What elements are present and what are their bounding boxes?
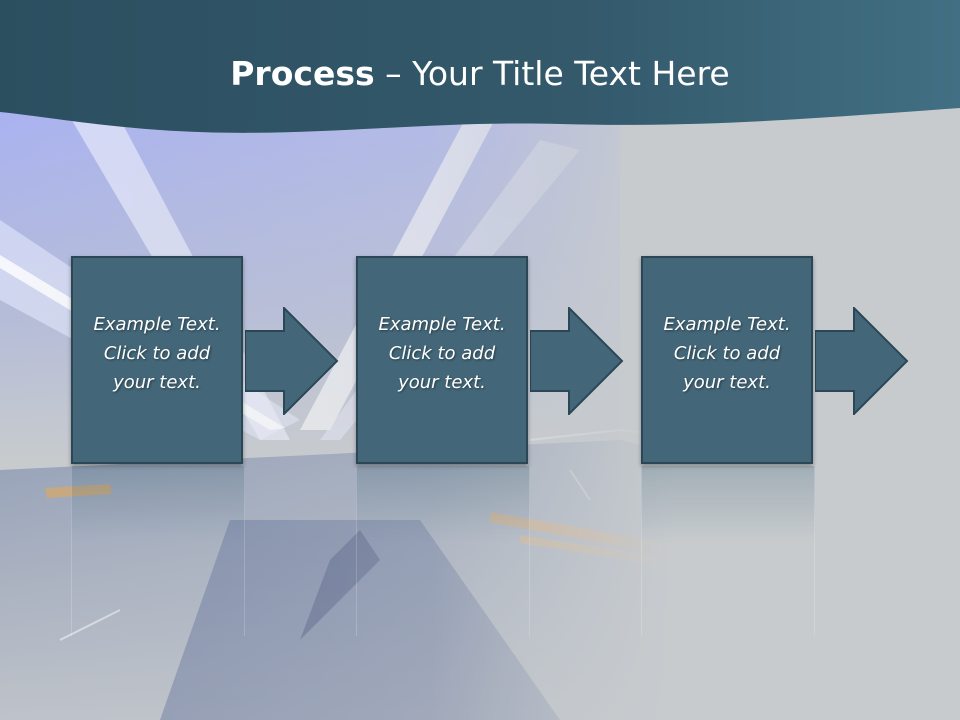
step-reflection xyxy=(71,466,245,636)
process-step-1[interactable]: Example Text. Click to add your text. xyxy=(71,256,243,464)
step-text-line: Click to add xyxy=(103,343,211,364)
step-text-line: your text. xyxy=(113,372,201,393)
step-text-line: Example Text. xyxy=(93,314,221,335)
arrow-right-icon xyxy=(815,307,909,415)
step-reflection xyxy=(641,466,815,636)
page-title[interactable]: Process – Your Title Text Here xyxy=(0,54,960,93)
step-reflection xyxy=(356,466,530,636)
step-text: Example Text. Click to add your text. xyxy=(73,310,241,397)
title-rest-text: – Your Title Text Here xyxy=(374,54,730,93)
step-text-line: Example Text. xyxy=(378,314,506,335)
step-text-line: your text. xyxy=(398,372,486,393)
process-step-2[interactable]: Example Text. Click to add your text. xyxy=(356,256,528,464)
step-text: Example Text. Click to add your text. xyxy=(643,310,811,397)
step-text-line: Click to add xyxy=(673,343,781,364)
arrow-right-icon xyxy=(530,307,624,415)
step-text-line: Example Text. xyxy=(663,314,791,335)
step-text: Example Text. Click to add your text. xyxy=(358,310,526,397)
process-step-3[interactable]: Example Text. Click to add your text. xyxy=(641,256,813,464)
title-bold-text: Process xyxy=(230,54,375,93)
title-banner xyxy=(0,0,960,133)
step-text-line: your text. xyxy=(683,372,771,393)
step-text-line: Click to add xyxy=(388,343,496,364)
arrow-right-icon xyxy=(245,307,339,415)
